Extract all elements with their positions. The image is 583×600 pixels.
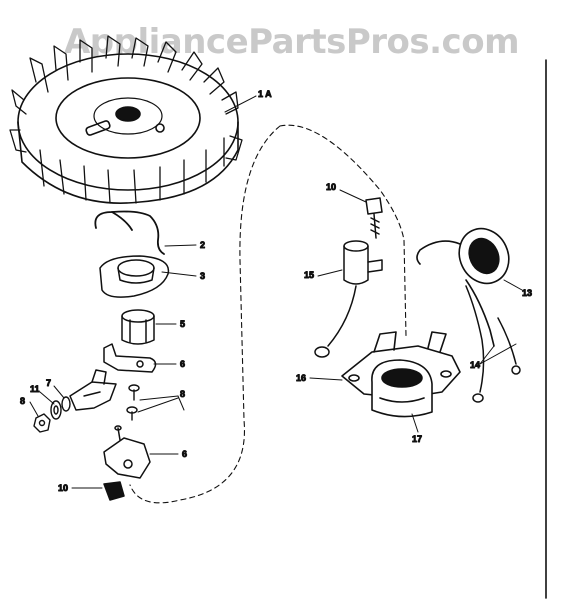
callout-flywheel: 1 A bbox=[258, 89, 272, 99]
clip bbox=[103, 481, 125, 501]
callout-breaker-arm: 6 bbox=[180, 359, 185, 369]
leader-screws bbox=[137, 395, 185, 413]
leader-coil bbox=[503, 279, 523, 291]
leader-armature-plate bbox=[309, 377, 343, 381]
leader-spring bbox=[164, 244, 197, 247]
callout-screws: 8 bbox=[180, 389, 185, 399]
callout-clip: 10 bbox=[58, 483, 68, 493]
breaker-plate bbox=[69, 369, 117, 411]
leader-cam-cover bbox=[161, 271, 197, 277]
dashed-assembly-outline bbox=[129, 124, 407, 504]
callout-stator-screw: 10 bbox=[326, 182, 336, 192]
stator-screw bbox=[365, 197, 383, 239]
callout-armature-plate: 16 bbox=[296, 373, 306, 383]
callout-coil: 13 bbox=[522, 288, 532, 298]
callout-coil-core: 17 bbox=[412, 434, 422, 444]
callout-washer-a: 11 bbox=[30, 384, 40, 394]
coil-core bbox=[371, 359, 433, 418]
cam-bushing bbox=[121, 309, 155, 345]
callout-spring: 2 bbox=[200, 240, 205, 250]
coil bbox=[416, 227, 510, 347]
callout-nut: 8 bbox=[20, 396, 25, 406]
cam-cover bbox=[99, 255, 170, 298]
callout-cam-cover: 3 bbox=[200, 271, 205, 281]
flywheel bbox=[9, 35, 243, 204]
breaker-arm bbox=[103, 343, 157, 373]
callout-bracket-base: 6 bbox=[182, 449, 187, 459]
condenser bbox=[314, 240, 383, 358]
callout-washer-b: 7 bbox=[46, 378, 51, 388]
callout-cam-bushing: 5 bbox=[180, 319, 185, 329]
bracket-base bbox=[103, 425, 151, 479]
callout-leads: 14 bbox=[470, 360, 480, 370]
screws bbox=[126, 384, 140, 421]
leader-coil-core bbox=[411, 413, 419, 433]
leader-flywheel bbox=[224, 95, 257, 113]
leader-stator-screw bbox=[339, 189, 367, 203]
leader-leads bbox=[479, 343, 517, 365]
leads bbox=[465, 285, 521, 403]
leader-washers bbox=[29, 385, 65, 417]
washer-11 bbox=[50, 400, 62, 420]
washer-7 bbox=[61, 396, 71, 412]
callout-condenser: 15 bbox=[304, 270, 314, 280]
leader-condenser bbox=[317, 269, 343, 277]
spring bbox=[94, 210, 165, 255]
nut bbox=[33, 413, 51, 433]
